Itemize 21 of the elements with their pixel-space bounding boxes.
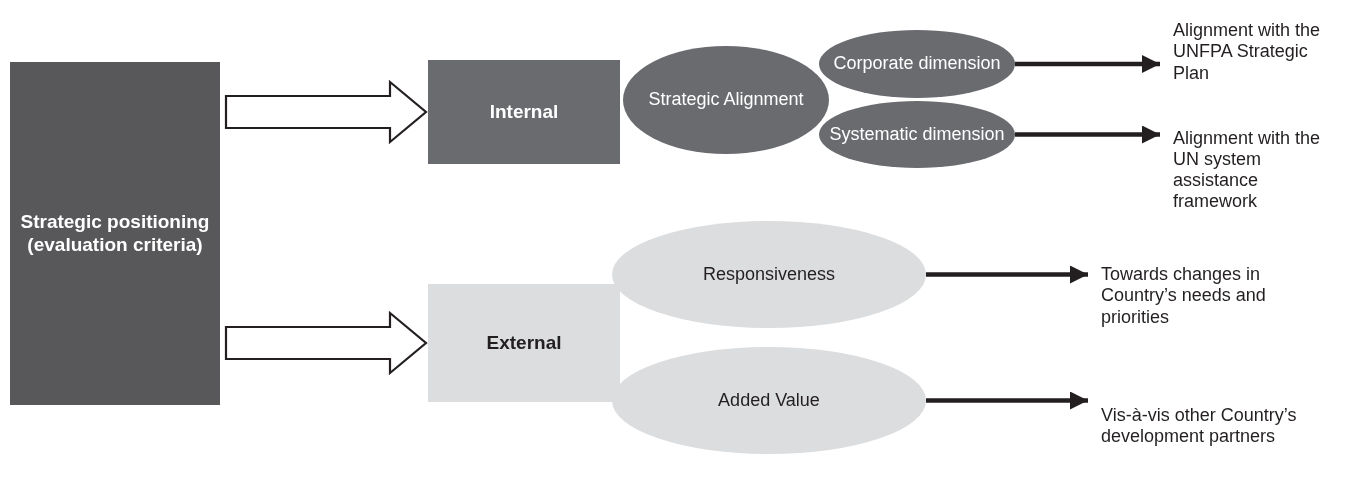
node-label: Towards changes in Country’s needs and priorities <box>1101 264 1267 328</box>
node-label: Responsiveness <box>702 263 836 285</box>
node-label: Strategic Alignment <box>648 89 804 111</box>
node-label: External <box>486 331 562 355</box>
node-label: Alignment with the UNFPA Strategic Plan <box>1173 20 1322 84</box>
node-label: Corporate dimension <box>833 53 1001 75</box>
arrow <box>926 265 1088 284</box>
node-label: Alignment with the UN system assistance framework <box>1173 127 1322 213</box>
category-box <box>428 60 620 164</box>
node-label: Systematic dimension <box>829 123 1005 145</box>
block-arrow <box>224 79 428 145</box>
node-label: Added Value <box>718 389 820 411</box>
category-box <box>428 284 620 402</box>
arrow <box>1015 125 1160 144</box>
node-label: Strategic positioning (evaluation criteria) <box>19 211 211 256</box>
arrow <box>1015 55 1160 73</box>
node-label: Internal <box>489 100 559 124</box>
category-box <box>10 62 220 405</box>
arrow <box>926 391 1088 410</box>
block-arrow <box>224 310 428 376</box>
node-label: Vis-à-vis other Country’s development partners <box>1101 404 1298 448</box>
